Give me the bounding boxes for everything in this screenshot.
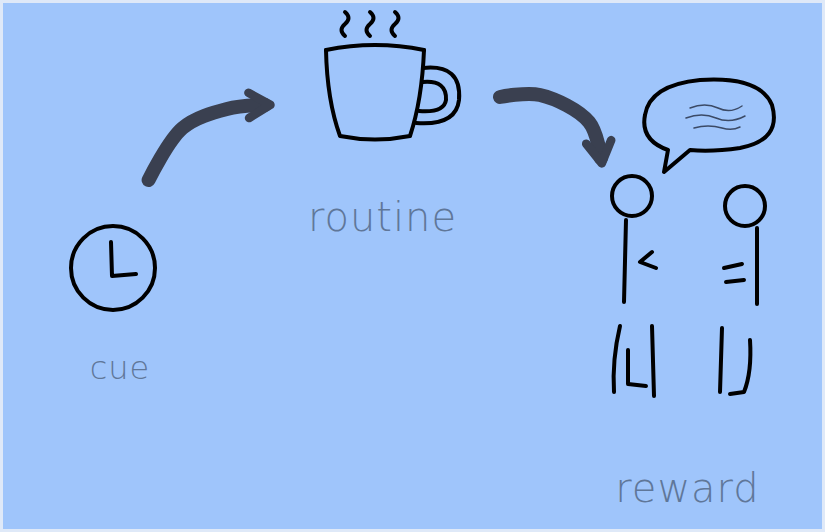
step-label: cue [86,351,155,386]
icon-group: cue [55,180,185,386]
clock-icon [71,226,155,310]
stick-figure [720,186,765,394]
stick-figure [612,176,656,396]
step-label: routine [304,195,461,239]
mug-icon [326,12,459,140]
icon-group: reward [585,158,790,510]
step-label: reward [611,466,764,510]
flow-arrow [500,94,601,158]
icon-group: routine [265,5,500,239]
speech-bubble [644,80,774,172]
flow-arrow [149,105,265,180]
